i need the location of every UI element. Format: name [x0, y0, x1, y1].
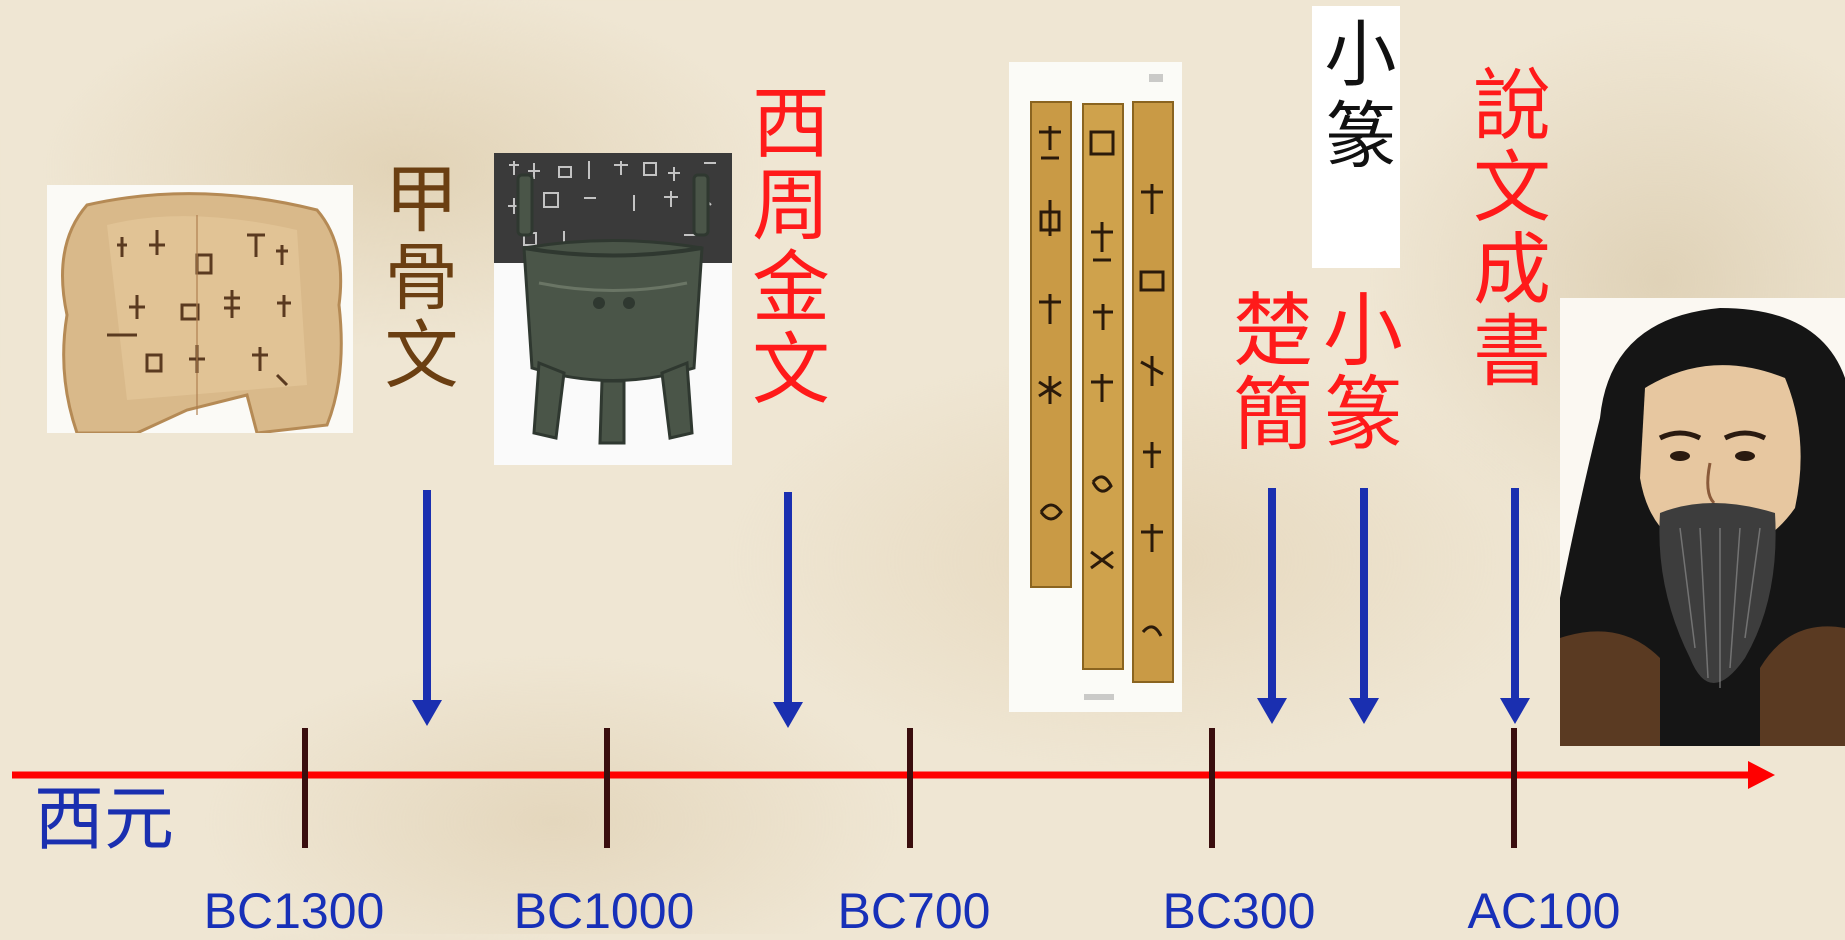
seal-script-sample: 小篆 — [1312, 16, 1396, 180]
label-xiyuan: 西元 — [34, 778, 174, 860]
label-xizhou-jinwen: 西周金文 — [739, 82, 829, 410]
label-shuowen-chengshu: 說文成書 — [1460, 64, 1550, 392]
tick-ac100 — [1511, 728, 1517, 848]
tick-label-bc300: BC300 — [1162, 883, 1316, 939]
arrow-shuowen — [1500, 488, 1530, 724]
tick-label-ac100: AC100 — [1467, 883, 1621, 939]
tick-label-bc700: BC700 — [837, 883, 991, 939]
arrow-xiaozhuan — [1349, 488, 1379, 724]
arrow-chujian — [1257, 488, 1287, 724]
bronze-ding-image — [494, 153, 732, 465]
tick-label-bc1300: BC1300 — [203, 883, 385, 939]
arrow-jiaguwen — [412, 490, 442, 726]
tick-bc1300 — [302, 728, 308, 848]
arrow-xizhou-jinwen — [773, 492, 803, 728]
oracle-bone-image — [47, 185, 353, 433]
label-chujian: 楚簡 — [1220, 288, 1313, 456]
tick-bc1000 — [604, 728, 610, 848]
label-jiaguwen: 甲骨文 — [372, 160, 458, 394]
bamboo-slips-image — [1009, 62, 1182, 712]
tick-bc700 — [907, 728, 913, 848]
tick-bc300 — [1209, 728, 1215, 848]
timeline-axis — [12, 761, 1775, 789]
label-xiaozhuan: 小篆 — [1310, 288, 1403, 456]
seal-script-card: 小篆 — [1312, 6, 1400, 268]
scholar-portrait-image — [1560, 298, 1845, 746]
tick-label-bc1000: BC1000 — [513, 883, 695, 939]
